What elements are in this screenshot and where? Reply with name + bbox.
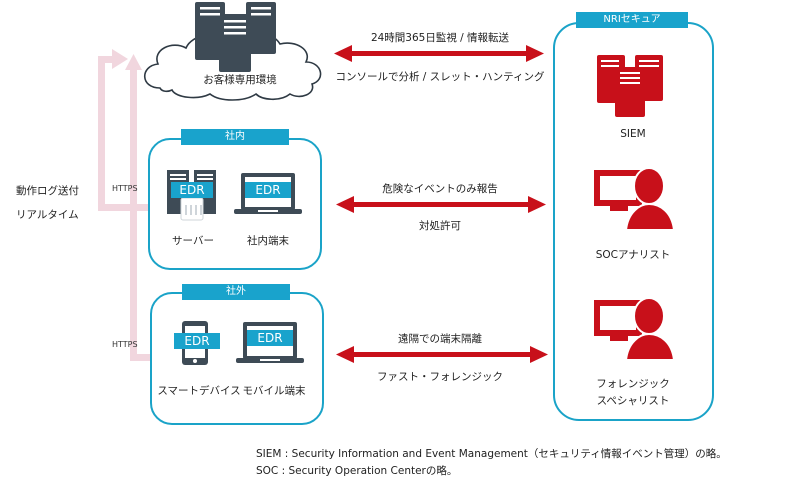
siem-label: SIEM bbox=[620, 128, 646, 140]
arrow-reporting-bottom-label: 対処許可 bbox=[419, 220, 461, 232]
realtime-label: リアルタイム bbox=[16, 209, 79, 221]
external-network-box bbox=[150, 292, 324, 425]
log-arrowhead-up bbox=[125, 54, 142, 70]
arrow-monitoring-top-label: 24時間365日監視 / 情報転送 bbox=[370, 32, 510, 44]
cloud-label: お客様専用環境 bbox=[203, 74, 277, 86]
double-arrows bbox=[334, 45, 548, 363]
https-label-external: HTTPS bbox=[112, 340, 138, 349]
arrow-isolation bbox=[336, 346, 548, 363]
internal-tag: 社内 bbox=[181, 129, 289, 145]
log-line-internal-horizontal bbox=[98, 204, 150, 211]
server-label: サーバー bbox=[172, 235, 214, 247]
log-line-internal-vertical bbox=[98, 56, 105, 211]
arrow-isolation-bottom-label: ファスト・フォレンジック bbox=[377, 371, 503, 383]
log-line-internal-top bbox=[98, 56, 114, 63]
internal-pc-label: 社内端末 bbox=[247, 235, 289, 247]
log-line-external-vertical bbox=[130, 62, 137, 361]
nri-secure-tag: NRIセキュア bbox=[576, 12, 688, 28]
log-arrowhead-right bbox=[112, 49, 128, 69]
soc-analyst-label: SOCアナリスト bbox=[595, 249, 671, 261]
smart-device-label: スマートデバイス bbox=[157, 385, 241, 397]
siem-server-icon bbox=[597, 55, 663, 117]
edr-badge-server: EDR bbox=[171, 182, 213, 198]
edr-badge-mobile-pc: EDR bbox=[247, 330, 293, 346]
log-flow-lines bbox=[98, 49, 152, 361]
log-send-label: 動作ログ送付 bbox=[16, 185, 79, 197]
nri-secure-box bbox=[553, 22, 714, 421]
footnote-siem: SIEM : Security Information and Event Ma… bbox=[256, 448, 727, 460]
forensic-specialist-label-line2: スペシャリスト bbox=[596, 395, 670, 407]
soc-analyst-icon bbox=[594, 167, 676, 231]
https-label-internal: HTTPS bbox=[112, 184, 138, 193]
forensic-specialist-label-line1: フォレンジック bbox=[596, 378, 670, 390]
arrow-monitoring bbox=[334, 45, 544, 62]
external-tag: 社外 bbox=[182, 284, 290, 300]
arrow-isolation-top-label: 遠隔での端末隔離 bbox=[398, 333, 482, 345]
arrow-monitoring-bottom-label: コンソールで分析 / スレット・ハンティング bbox=[335, 71, 545, 83]
edr-badge-internal-pc: EDR bbox=[245, 182, 291, 198]
customer-server-icons bbox=[195, 2, 276, 72]
arrow-reporting bbox=[336, 196, 546, 213]
arrow-reporting-top-label: 危険なイベントのみ報告 bbox=[382, 183, 498, 195]
forensic-specialist-icon bbox=[594, 297, 676, 361]
footnote-soc: SOC : Security Operation Centerの略。 bbox=[256, 465, 458, 477]
log-line-external-horizontal bbox=[130, 354, 152, 361]
mobile-pc-label: モバイル端末 bbox=[242, 385, 306, 397]
edr-badge-smart-device: EDR bbox=[174, 333, 220, 349]
internal-network-box bbox=[148, 138, 322, 270]
